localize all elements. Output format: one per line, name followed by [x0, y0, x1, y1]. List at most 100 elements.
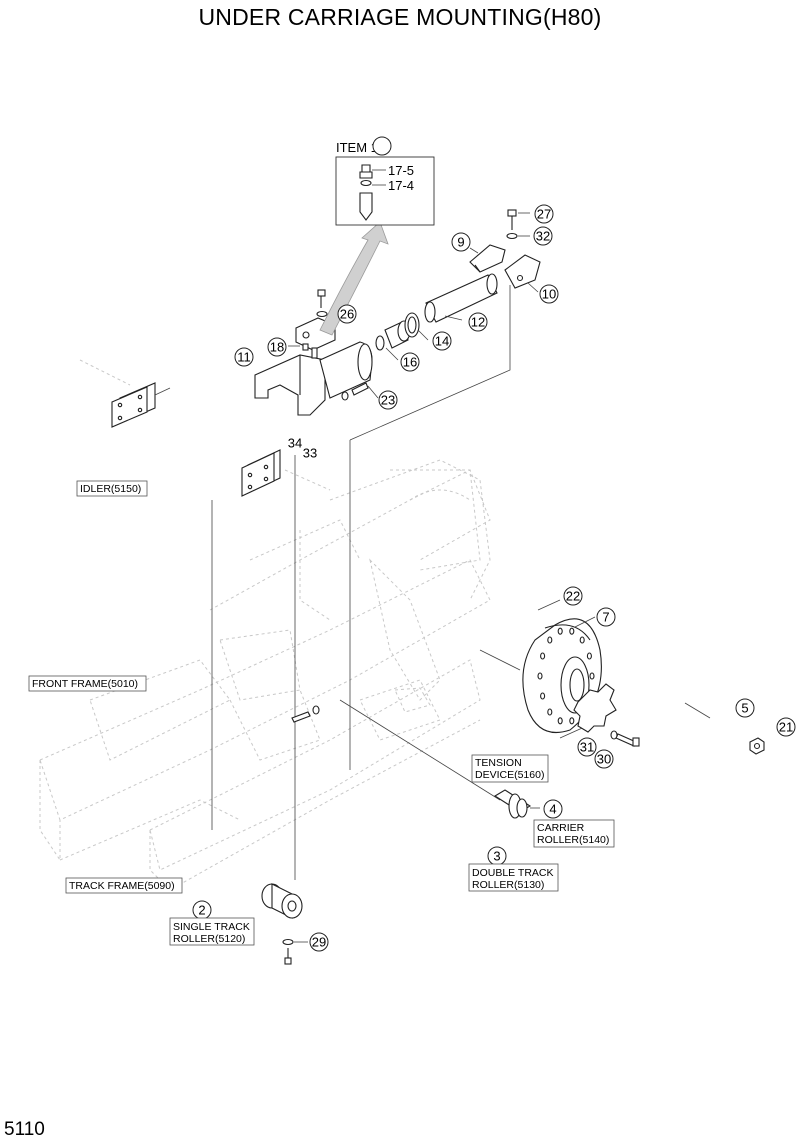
- item17-detail-box: [335, 156, 435, 226]
- ref-single-track-roller-line2: ROLLER(5120): [173, 933, 245, 945]
- ref-double-track-roller: DOUBLE TRACK ROLLER(5130): [468, 863, 559, 892]
- single-track-roller-2: [261, 883, 303, 919]
- callout-21: 21: [776, 717, 796, 737]
- ref-tension-device: TENSION DEVICE(5160): [471, 754, 549, 783]
- ref-idler: IDLER(5150): [76, 480, 148, 497]
- callout-5: 5: [735, 698, 755, 718]
- callout-2: 2: [192, 900, 212, 920]
- callout-number: 14: [435, 334, 449, 349]
- callout-3: 3: [487, 846, 507, 866]
- callout-29: 29: [309, 932, 329, 952]
- ref-double-track-roller-line1: DOUBLE TRACK: [472, 867, 554, 879]
- shaft-12: [424, 273, 498, 323]
- callout-number: 27: [537, 207, 551, 222]
- ref-double-track-roller-line2: ROLLER(5130): [472, 879, 544, 891]
- assembly-axis-lines: [211, 285, 711, 880]
- sprocket-hole: [579, 636, 585, 644]
- callout-33: 33: [303, 446, 317, 461]
- callout-number: 30: [597, 752, 611, 767]
- callout-circle: [432, 331, 452, 351]
- callout-32: 32: [533, 226, 553, 246]
- callout-22: 22: [563, 586, 583, 606]
- callout-number: 31: [580, 740, 594, 755]
- callout-circle: [543, 799, 563, 819]
- ref-single-track-roller: SINGLE TRACK ROLLER(5120): [169, 917, 255, 946]
- callout-circle: [309, 932, 329, 952]
- callout-number: 18: [270, 340, 284, 355]
- grease-fitting-18: [288, 343, 318, 359]
- callout-circle: [596, 607, 616, 627]
- ref-tension-device-line2: DEVICE(5160): [475, 769, 544, 781]
- callout-circle: [735, 698, 755, 718]
- carrier-roller-4: [493, 789, 540, 819]
- sprocket-hole: [547, 636, 553, 644]
- ref-front-frame: FRONT FRAME(5010): [28, 675, 147, 692]
- sprocket-hole: [557, 627, 563, 635]
- callout-12: 12: [468, 312, 488, 332]
- callout-circle: [468, 312, 488, 332]
- bolt-30: [615, 733, 640, 747]
- callout-number: 11: [237, 350, 251, 365]
- callout-number: 32: [536, 229, 550, 244]
- callout-number: 33: [303, 446, 317, 461]
- shim-plates-33-34: [241, 449, 331, 497]
- sprocket-hole: [569, 627, 575, 635]
- callout-16: 16: [400, 352, 420, 372]
- callout-circle: [533, 226, 553, 246]
- callout-circle: [563, 586, 583, 606]
- ref-carrier-roller-line2: ROLLER(5140): [537, 834, 609, 846]
- ref-track-frame-label: TRACK FRAME(5090): [69, 880, 175, 892]
- ref-track-frame: TRACK FRAME(5090): [65, 877, 183, 894]
- callout-number: 4: [549, 802, 556, 817]
- sprocket-hole: [557, 717, 563, 725]
- o-ring-14: [404, 312, 429, 341]
- callout-circle: [267, 337, 287, 357]
- callout-10: 10: [539, 284, 559, 304]
- callout-7: 7: [596, 607, 616, 627]
- callout-34: 34: [288, 436, 302, 451]
- callout-circle: [451, 232, 471, 252]
- callout-circle: [378, 390, 398, 410]
- ref-carrier-roller: CARRIER ROLLER(5140): [533, 819, 615, 848]
- ghost-frame-outline: [39, 459, 491, 891]
- nut-21: [749, 737, 765, 755]
- callout-number: 21: [779, 720, 793, 735]
- callout-18: 18: [267, 337, 287, 357]
- callout-number: 16: [403, 355, 417, 370]
- sprocket-hole: [547, 708, 553, 716]
- callout-circle: [776, 717, 796, 737]
- callout-11: 11: [234, 347, 254, 367]
- callout-number: 9: [457, 235, 464, 250]
- ref-single-track-roller-line1: SINGLE TRACK: [173, 921, 250, 933]
- callout-number: 26: [340, 307, 354, 322]
- seal-16: [375, 335, 399, 361]
- bolt-23: [341, 382, 379, 401]
- callout-number: 5: [741, 701, 748, 716]
- callout-circle: [234, 347, 254, 367]
- callout-4: 4: [543, 799, 563, 819]
- bracket-10: [504, 254, 541, 293]
- item17-bubble: [372, 136, 392, 156]
- ref-carrier-roller-line1: CARRIER: [537, 822, 585, 834]
- bolt-27: [507, 209, 530, 230]
- callout-30: 30: [594, 749, 614, 769]
- idler-bracket-11: [254, 317, 373, 416]
- callout-circle: [594, 749, 614, 769]
- idler-shim-plates: [79, 359, 171, 428]
- callout-number: 12: [471, 315, 485, 330]
- sprocket-hole: [569, 717, 575, 725]
- callout-9: 9: [451, 232, 471, 252]
- callout-number: 2: [198, 903, 205, 918]
- callout-number: 23: [381, 393, 395, 408]
- ref-idler-label: IDLER(5150): [80, 483, 141, 495]
- washer-31: [610, 730, 618, 740]
- bolt-29: [282, 938, 308, 965]
- sprocket-hub-plate: [573, 683, 617, 733]
- callout-14: 14: [432, 331, 452, 351]
- callout-23: 23: [378, 390, 398, 410]
- callout-circle: [534, 204, 554, 224]
- item17-4-label: 17-4: [388, 178, 414, 193]
- bracket-9: [469, 244, 506, 273]
